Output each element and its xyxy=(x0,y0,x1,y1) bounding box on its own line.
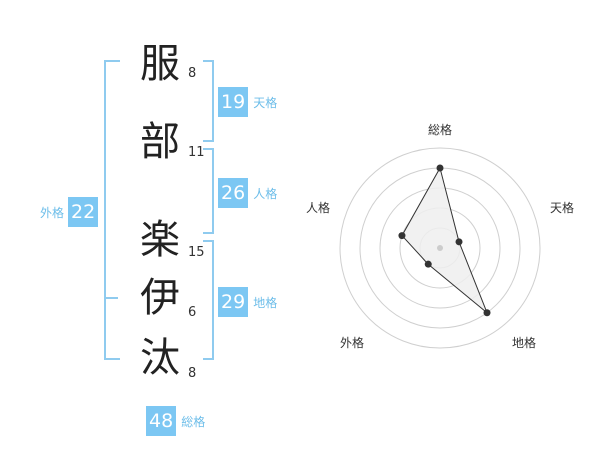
gaikaku-label: 外格 xyxy=(40,205,65,220)
radar-point-1 xyxy=(436,164,444,172)
stroke-count-2: 11 xyxy=(188,145,205,160)
jinkaku-bracket xyxy=(203,148,214,234)
stroke-count-3: 15 xyxy=(188,245,205,260)
stroke-count-4: 6 xyxy=(188,305,197,320)
tenkaku-score: 19 天格 xyxy=(218,87,277,117)
chikaku-bracket xyxy=(203,240,214,360)
radar-chart: 総格 天格 地格 外格 人格 xyxy=(306,122,574,350)
radar-point-5 xyxy=(398,232,406,240)
name-char-1: 服 xyxy=(140,41,180,87)
soukaku-value: 48 xyxy=(146,406,177,436)
radar-axis-label-1: 総格 xyxy=(428,122,452,137)
chikaku-label: 地格 xyxy=(253,295,278,310)
soukaku-label: 総格 xyxy=(181,414,206,429)
jinkaku-label: 人格 xyxy=(253,186,278,201)
radar-axis-label-4: 外格 xyxy=(340,335,364,350)
radar-ring-5 xyxy=(339,147,541,349)
radar-point-2 xyxy=(455,238,463,246)
tenkaku-label: 天格 xyxy=(253,95,278,110)
chikaku-value: 29 xyxy=(218,287,249,317)
radar-axis-label-3: 地格 xyxy=(512,335,536,350)
tenkaku-value: 19 xyxy=(218,87,249,117)
tenkaku-bracket xyxy=(203,60,214,142)
radar-center xyxy=(437,245,443,251)
soukaku-score: 48 総格 xyxy=(146,406,205,436)
gaikaku-bracket-tick xyxy=(104,297,118,299)
name-char-2: 部 xyxy=(140,119,180,165)
jinkaku-value: 26 xyxy=(218,178,249,208)
gaikaku-score: 外格 22 xyxy=(40,197,99,227)
gaikaku-bracket xyxy=(104,60,120,360)
radar-axis-label-5: 人格 xyxy=(306,200,330,215)
stroke-count-1: 8 xyxy=(188,66,197,81)
radar-axis-label-2: 天格 xyxy=(550,200,574,215)
radar-point-3 xyxy=(483,309,491,317)
jinkaku-score: 26 人格 xyxy=(218,178,277,208)
chikaku-score: 29 地格 xyxy=(218,287,277,317)
name-char-5: 汰 xyxy=(140,335,180,381)
radar-point-4 xyxy=(424,260,432,268)
name-char-4: 伊 xyxy=(140,275,180,321)
name-char-3: 楽 xyxy=(140,217,180,263)
gaikaku-value: 22 xyxy=(68,197,99,227)
radar-polygon xyxy=(401,166,488,314)
stroke-count-5: 8 xyxy=(188,366,197,381)
